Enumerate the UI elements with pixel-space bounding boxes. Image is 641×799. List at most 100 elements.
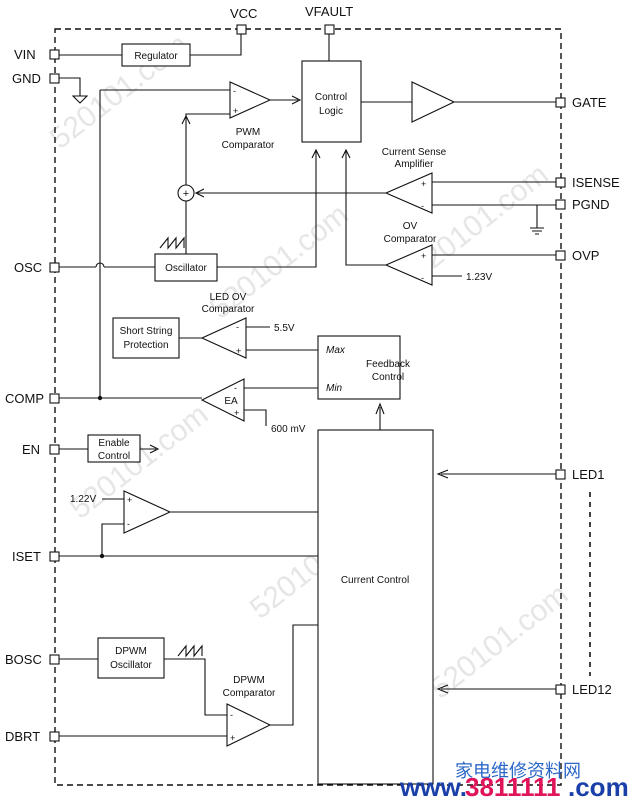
iset-amplifier: + - [123, 490, 172, 534]
svg-text:+: + [236, 346, 241, 356]
svg-text:家电维修资料网: 家电维修资料网 [455, 761, 581, 781]
svg-text:Control: Control [98, 451, 130, 462]
pin-isense[interactable]: ISENSE [555, 175, 620, 190]
pin-led1-label: LED1 [572, 467, 605, 482]
pin-pgnd[interactable]: PGND [555, 197, 610, 212]
svg-text:-: - [233, 86, 236, 96]
ea-ref-voltage: 600 mV [271, 424, 306, 435]
svg-text:+: + [230, 733, 235, 743]
svg-text:Oscillator: Oscillator [110, 660, 152, 671]
pin-led12[interactable]: LED12 [555, 682, 612, 697]
pin-led12-label: LED12 [572, 682, 612, 697]
pin-gate-label: GATE [572, 95, 607, 110]
pin-gate[interactable]: GATE [555, 95, 607, 110]
error-amplifier: - + EA [200, 378, 245, 422]
svg-text:Protection: Protection [123, 340, 168, 351]
svg-text:3811111: 3811111 [465, 772, 560, 799]
svg-text:-: - [234, 383, 237, 393]
pin-vcc-label: VCC [230, 6, 257, 21]
regulator-block: Regulator [121, 43, 191, 67]
svg-text:DPWM: DPWM [233, 675, 265, 686]
pin-gnd[interactable]: GND [12, 71, 60, 86]
pin-iset-label: ISET [12, 549, 41, 564]
control-logic-block: Control Logic [301, 60, 362, 143]
pin-vcc[interactable]: VCC [230, 6, 257, 35]
pin-vin-label: VIN [14, 47, 36, 62]
svg-text:Logic: Logic [319, 106, 343, 117]
svg-text:+: + [183, 188, 189, 200]
pin-pgnd-label: PGND [572, 197, 610, 212]
svg-text:Comparator: Comparator [202, 304, 255, 315]
svg-text:Amplifier: Amplifier [395, 159, 435, 170]
svg-text:-: - [230, 710, 233, 720]
svg-text:EA: EA [224, 396, 238, 407]
pwm-comparator: - + PWM Comparator [222, 81, 275, 151]
svg-text:Control: Control [315, 92, 347, 103]
pin-led1[interactable]: LED1 [555, 467, 605, 482]
svg-text:OV: OV [403, 221, 418, 232]
oscillator-block: Oscillator [154, 253, 218, 282]
pin-osc[interactable]: OSC [14, 260, 60, 275]
footer-watermark: 家电维修资料网 www. 3811111 .com [399, 761, 629, 799]
led-ov-comparator: - + LED OV Comparator [200, 292, 255, 359]
svg-text:.com: .com [568, 772, 629, 799]
pin-dbrt[interactable]: DBRT [5, 729, 60, 744]
pin-dbrt-label: DBRT [5, 729, 40, 744]
pin-isense-label: ISENSE [572, 175, 620, 190]
svg-text:+: + [233, 106, 238, 116]
svg-text:-: - [421, 201, 424, 211]
svg-text:-: - [127, 519, 130, 529]
svg-text:Current Sense: Current Sense [382, 147, 447, 158]
pin-ovp-label: OVP [572, 248, 599, 263]
svg-text:520101.com: 520101.com [424, 578, 574, 706]
svg-text:+: + [234, 408, 239, 418]
pin-vfault-label: VFAULT [305, 4, 353, 19]
svg-text:Enable: Enable [98, 438, 130, 449]
pin-osc-label: OSC [14, 260, 42, 275]
current-sense-amplifier: + - Current Sense Amplifier [382, 147, 447, 214]
svg-text:+: + [127, 495, 132, 505]
feedback-control-block: Feedback Control Max Min [317, 335, 411, 400]
svg-text:Oscillator: Oscillator [165, 263, 207, 274]
pin-en[interactable]: EN [22, 442, 60, 457]
pin-vin[interactable]: VIN [14, 47, 60, 62]
pin-iset[interactable]: ISET [12, 549, 60, 564]
pin-ovp[interactable]: OVP [555, 248, 599, 263]
pin-bosc[interactable]: BOSC [5, 652, 60, 667]
oscillator-ramp-icon [159, 236, 185, 250]
led-ov-ref-voltage: 5.5V [274, 323, 295, 334]
svg-text:Min: Min [326, 383, 343, 394]
dpwm-ramp-icon [177, 644, 203, 658]
regulator-label: Regulator [134, 51, 178, 62]
svg-text:PWM: PWM [236, 127, 260, 138]
svg-text:Feedback: Feedback [366, 359, 411, 370]
short-string-protection-block: Short String Protection [112, 317, 180, 359]
ov-comparator: + - OV Comparator [384, 221, 437, 286]
svg-text:-: - [236, 322, 239, 332]
svg-text:Short String: Short String [120, 326, 173, 337]
gate-driver [411, 81, 456, 123]
svg-text:+: + [421, 179, 426, 189]
pin-comp[interactable]: COMP [5, 391, 60, 406]
svg-text:+: + [421, 251, 426, 261]
svg-text:DPWM: DPWM [115, 646, 147, 657]
summing-node: + [177, 184, 195, 202]
pin-en-label: EN [22, 442, 40, 457]
svg-text:Comparator: Comparator [222, 140, 275, 151]
ic-boundary [54, 28, 562, 786]
enable-control-block: Enable Control [87, 434, 141, 463]
iset-ref-voltage: 1.22V [70, 494, 96, 505]
pin-comp-label: COMP [5, 391, 44, 406]
pin-bosc-label: BOSC [5, 652, 42, 667]
dpwm-comparator: - + DPWM Comparator [223, 675, 276, 747]
svg-text:Max: Max [326, 345, 346, 356]
svg-text:Current Control: Current Control [341, 575, 409, 586]
ovp-ref-voltage: 1.23V [466, 272, 492, 283]
svg-text:www.: www. [399, 772, 467, 799]
svg-text:Comparator: Comparator [223, 688, 276, 699]
svg-text:-: - [421, 273, 424, 283]
pin-gnd-label: GND [12, 71, 41, 86]
dpwm-oscillator-block: DPWM Oscillator [97, 637, 165, 679]
